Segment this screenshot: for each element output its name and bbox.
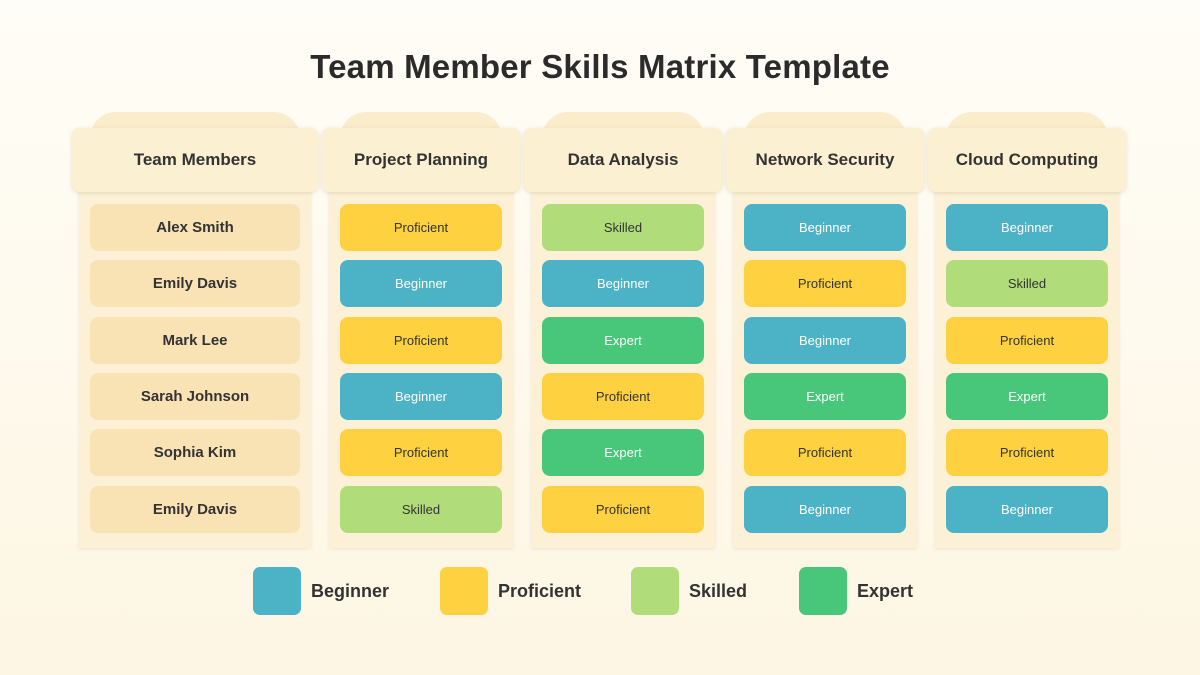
column-header: Team Members [72,128,318,192]
member-name: Emily Davis [90,486,300,533]
column-network-security: Network Security Beginner Proficient Beg… [726,112,924,548]
skill-level-cell: Proficient [340,429,502,476]
skill-level-cell: Proficient [744,260,906,307]
member-name: Alex Smith [90,204,300,251]
page-title: Team Member Skills Matrix Template [310,48,890,85]
skill-level-cell: Beginner [340,373,502,420]
column-header: Data Analysis [524,128,722,192]
skill-level-cell: Expert [542,429,704,476]
legend-label: Skilled [689,580,748,601]
column-header: Cloud Computing [928,128,1126,192]
skill-level-cell: Skilled [946,260,1108,307]
legend-item-proficient: Proficient [440,567,581,615]
skill-level-cell: Expert [744,373,906,420]
skill-level-cell: Beginner [744,486,906,533]
column-team-members: Team Members Alex Smith Emily Davis Mark… [72,112,318,548]
column-cloud-computing: Cloud Computing Beginner Skilled Profici… [928,112,1126,548]
column-header: Network Security [726,128,924,192]
skill-level-cell: Proficient [946,429,1108,476]
legend-item-expert: Expert [799,567,913,615]
skill-level-cell: Beginner [744,204,906,251]
legend-swatch [799,567,847,615]
skill-level-cell: Beginner [946,204,1108,251]
skill-level-cell: Proficient [340,317,502,364]
skill-level-cell: Proficient [542,486,704,533]
legend-swatch [253,567,301,615]
skill-level-cell: Proficient [946,317,1108,364]
legend-item-beginner: Beginner [253,567,389,615]
column-data-analysis: Data Analysis Skilled Beginner Expert Pr… [524,112,722,548]
skill-level-cell: Proficient [744,429,906,476]
skill-level-cell: Skilled [340,486,502,533]
skill-level-cell: Expert [542,317,704,364]
legend-label: Proficient [498,580,582,601]
legend-swatch [631,567,679,615]
skill-level-cell: Beginner [744,317,906,364]
skill-level-cell: Proficient [542,373,704,420]
member-name: Sophia Kim [90,429,300,476]
member-name: Emily Davis [90,260,300,307]
skill-level-cell: Expert [946,373,1108,420]
legend-label: Expert [857,580,914,601]
skill-level-cell: Beginner [946,486,1108,533]
skill-level-cell: Beginner [340,260,502,307]
column-header: Project Planning [322,128,520,192]
column-project-planning: Project Planning Proficient Beginner Pro… [322,112,520,548]
member-name: Mark Lee [90,317,300,364]
legend-item-skilled: Skilled [631,567,747,615]
skill-level-cell: Skilled [542,204,704,251]
skill-level-cell: Proficient [340,204,502,251]
legend-swatch [440,567,488,615]
skill-level-cell: Beginner [542,260,704,307]
legend-label: Beginner [311,580,390,601]
member-name: Sarah Johnson [90,373,300,420]
